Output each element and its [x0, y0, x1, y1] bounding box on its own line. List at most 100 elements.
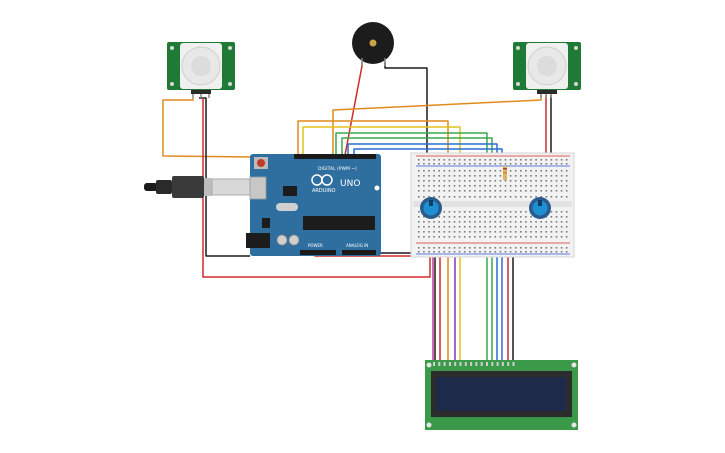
breadboard-hole — [520, 226, 522, 228]
breadboard-hole — [484, 236, 486, 238]
lcd-pin — [512, 362, 515, 366]
breadboard-hole — [463, 211, 466, 213]
breadboard-hole — [565, 196, 568, 198]
breadboard-hole — [448, 159, 451, 161]
breadboard-hole — [514, 221, 517, 223]
breadboard-hole — [448, 196, 451, 198]
breadboard-hole — [469, 251, 471, 253]
breadboard-hole — [443, 236, 446, 238]
breadboard-hole — [550, 170, 553, 172]
breadboard-hole — [463, 170, 466, 172]
breadboard-hole — [448, 216, 451, 218]
breadboard-hole — [469, 231, 471, 233]
breadboard-hole — [525, 170, 527, 172]
breadboard-hole — [540, 185, 542, 187]
breadboard-hole — [550, 196, 553, 198]
breadboard-hole — [499, 159, 502, 161]
breadboard-hole — [525, 216, 527, 218]
breadboard-hole — [428, 251, 430, 253]
breadboard-hole — [545, 180, 548, 182]
breadboard-hole — [550, 190, 553, 192]
breadboard-hole — [469, 216, 471, 218]
breadboard-hole — [489, 221, 491, 223]
breadboard-hole — [509, 231, 512, 233]
breadboard-hole — [423, 236, 425, 238]
breadboard-hole — [560, 175, 563, 177]
breadboard-hole — [565, 221, 568, 223]
breadboard-hole — [504, 226, 507, 228]
breadboard-hole — [535, 175, 537, 177]
breadboard-hole — [565, 247, 568, 249]
breadboard-hole — [418, 251, 420, 253]
breadboard-hole — [514, 247, 517, 249]
breadboard-hole — [423, 247, 425, 249]
breadboard-hole — [443, 196, 446, 198]
breadboard-hole — [479, 216, 481, 218]
breadboard-hole — [433, 170, 435, 172]
breadboard-hole — [494, 190, 497, 192]
lcd-pin — [491, 362, 494, 366]
breadboard-hole — [453, 231, 456, 233]
breadboard-hole — [474, 221, 476, 223]
breadboard-hole — [499, 175, 502, 177]
breadboard-hole — [423, 221, 425, 223]
breadboard-hole — [489, 247, 491, 249]
breadboard-hole — [484, 226, 486, 228]
lcd-pin — [459, 362, 462, 366]
breadboard-hole — [565, 175, 568, 177]
breadboard-hole — [504, 196, 507, 198]
breadboard-hole — [509, 221, 512, 223]
lcd-pin — [486, 362, 488, 366]
breadboard-hole — [484, 190, 486, 192]
breadboard-hole — [438, 236, 440, 238]
breadboard-hole — [484, 170, 486, 172]
breadboard-hole — [565, 236, 568, 238]
breadboard-hole — [443, 247, 446, 249]
breadboard-hole — [484, 247, 486, 249]
breadboard-hole — [550, 163, 553, 165]
breadboard-hole — [448, 175, 451, 177]
breadboard-hole — [545, 236, 548, 238]
breadboard-hole — [479, 185, 481, 187]
breadboard-hole — [509, 163, 512, 165]
breadboard-hole — [433, 226, 435, 228]
breadboard-hole — [423, 196, 425, 198]
breadboard-hole — [520, 175, 522, 177]
breadboard-hole — [555, 159, 558, 161]
breadboard-hole — [443, 216, 446, 218]
breadboard-hole — [484, 211, 486, 213]
breadboard-hole — [540, 221, 542, 223]
breadboard-hole — [540, 247, 542, 249]
breadboard-hole — [453, 211, 456, 213]
breadboard-hole — [565, 251, 568, 253]
breadboard-hole — [469, 180, 471, 182]
breadboard-hole — [433, 180, 435, 182]
breadboard-hole — [535, 221, 537, 223]
breadboard-hole — [565, 185, 568, 187]
breadboard-hole — [499, 211, 502, 213]
breadboard-hole — [530, 226, 532, 228]
breadboard-hole — [474, 190, 476, 192]
breadboard-hole — [428, 196, 430, 198]
breadboard-hole — [448, 211, 451, 213]
breadboard-hole — [530, 159, 532, 161]
breadboard-hole — [474, 251, 476, 253]
breadboard-hole — [458, 226, 461, 228]
breadboard-hole — [550, 221, 553, 223]
breadboard-hole — [525, 185, 527, 187]
breadboard-hole — [443, 211, 446, 213]
breadboard-hole — [438, 221, 440, 223]
breadboard-hole — [565, 226, 568, 228]
breadboard-hole — [545, 163, 548, 165]
breadboard-hole — [530, 216, 532, 218]
breadboard-hole — [525, 236, 527, 238]
breadboard-hole — [489, 251, 491, 253]
breadboard-hole — [484, 196, 486, 198]
breadboard-hole — [448, 163, 451, 165]
breadboard-hole — [433, 163, 435, 165]
breadboard-hole — [550, 236, 553, 238]
breadboard-hole — [530, 190, 532, 192]
digital-header — [294, 154, 376, 159]
breadboard-hole — [423, 251, 425, 253]
breadboard-hole — [525, 180, 527, 182]
